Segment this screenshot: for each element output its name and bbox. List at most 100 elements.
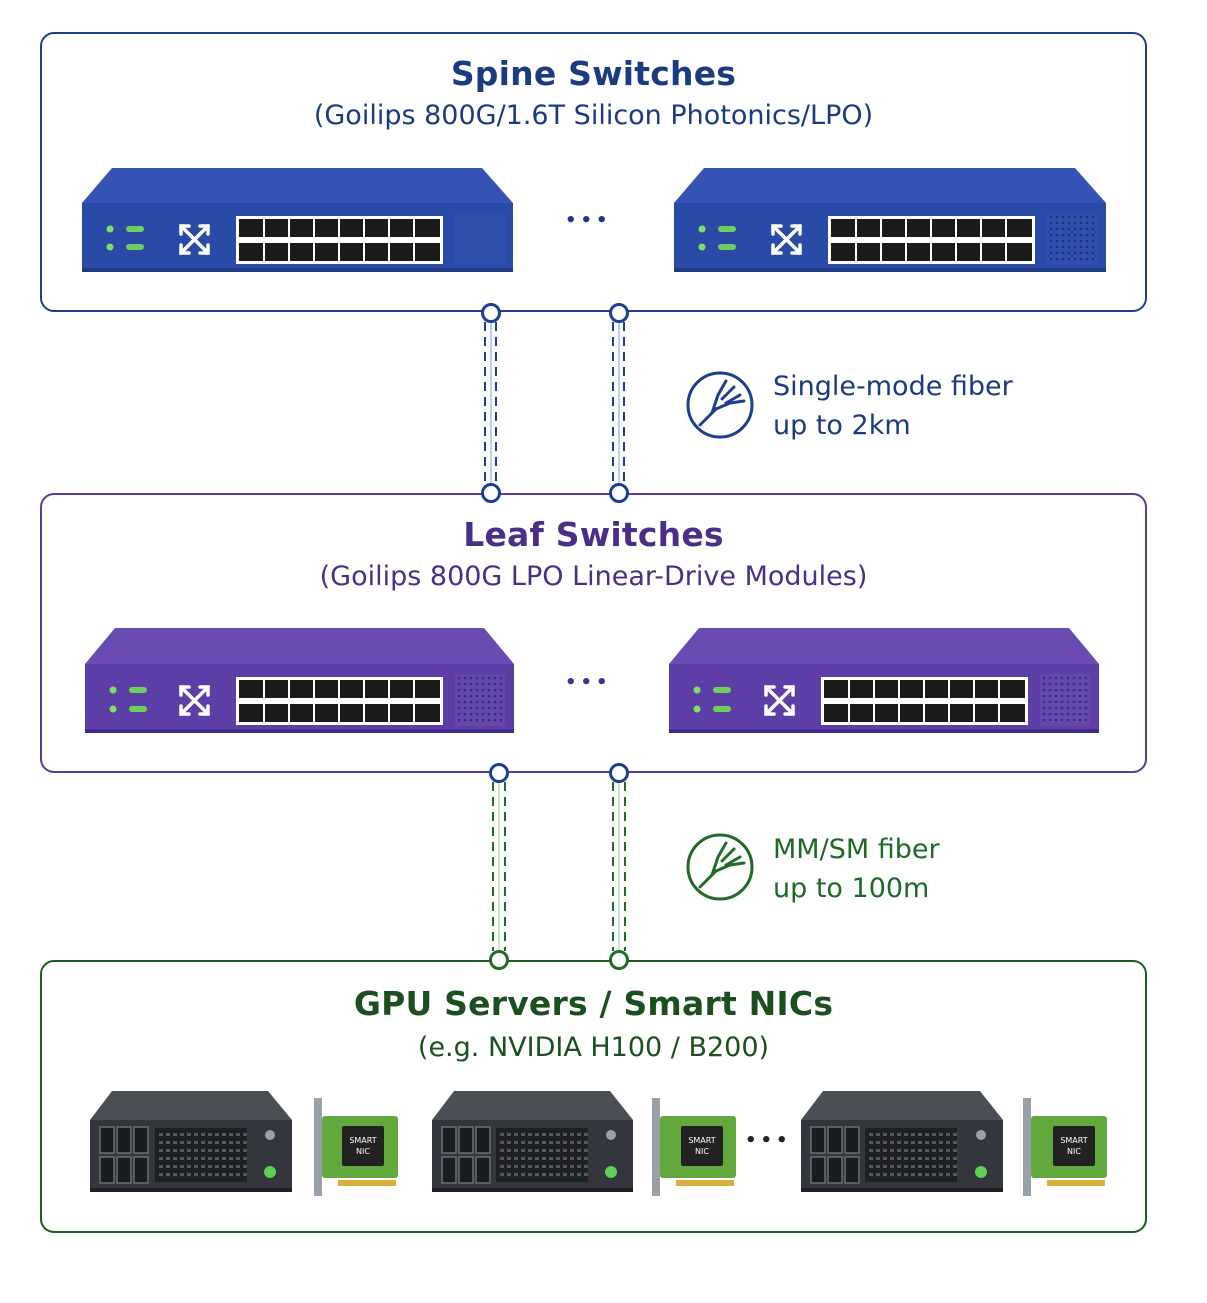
vent-slot — [542, 1149, 546, 1152]
vent-slot — [180, 1149, 184, 1152]
vent-hole — [1060, 706, 1064, 710]
vent-hole — [469, 688, 473, 692]
vent-slot — [201, 1141, 205, 1144]
vent-slot — [187, 1157, 191, 1160]
vent-slot — [925, 1141, 929, 1144]
vent-hole — [1061, 239, 1065, 243]
vent-slot — [208, 1173, 212, 1176]
vent-hole — [1066, 706, 1070, 710]
smart-nic-card-1: SMART NIC — [314, 1098, 398, 1196]
vent-slot — [236, 1165, 240, 1168]
vent-slot — [556, 1165, 560, 1168]
vent-hole — [1073, 233, 1077, 237]
vent-hole — [1049, 221, 1053, 225]
vent-hole — [487, 694, 491, 698]
vent-hole — [487, 700, 491, 704]
vent-hole — [1079, 221, 1083, 225]
vent-hole — [469, 694, 473, 698]
vent-slot — [159, 1149, 163, 1152]
vent-slot — [911, 1133, 915, 1136]
leaf-switch-2 — [669, 628, 1099, 733]
vent-slot — [946, 1165, 950, 1168]
vent-slot — [236, 1133, 240, 1136]
vent-hole — [1079, 215, 1083, 219]
vent-slot — [549, 1157, 553, 1160]
vent-hole — [1084, 694, 1088, 698]
vent-slot — [180, 1133, 184, 1136]
vent-hole — [1060, 718, 1064, 722]
vent-slot — [570, 1157, 574, 1160]
gpu-server-3 — [801, 1091, 1003, 1192]
vent-hole — [1049, 233, 1053, 237]
vent-slot — [911, 1173, 915, 1176]
vent-slot — [918, 1165, 922, 1168]
vent-slot — [159, 1165, 163, 1168]
vent-hole — [1079, 257, 1083, 261]
vent-hole — [1066, 682, 1070, 686]
smart-nic-card-3: SMART NIC — [1023, 1098, 1107, 1196]
vent-hole — [1085, 245, 1089, 249]
vent-slot — [932, 1149, 936, 1152]
spine-leaf-fiber-label: Single-mode fiber up to 2km — [773, 367, 1013, 445]
vent-hole — [1067, 245, 1071, 249]
vent-slot — [869, 1157, 873, 1160]
vent-slot — [229, 1173, 233, 1176]
vent-hole — [1066, 700, 1070, 704]
vent-hole — [1079, 227, 1083, 231]
vent-hole — [1078, 682, 1082, 686]
vent-slot — [890, 1157, 894, 1160]
fiber-connector-icon — [686, 833, 754, 901]
vent-slot — [180, 1141, 184, 1144]
vent-slot — [556, 1173, 560, 1176]
vent-hole — [457, 676, 461, 680]
vent-hole — [499, 688, 503, 692]
vent-hole — [1085, 227, 1089, 231]
vent-slot — [187, 1173, 191, 1176]
vent-slot — [911, 1141, 915, 1144]
vent-slot — [925, 1133, 929, 1136]
vent-slot — [514, 1133, 518, 1136]
vent-hole — [457, 694, 461, 698]
vent-hole — [469, 718, 473, 722]
vent-hole — [1042, 706, 1046, 710]
vent-slot — [925, 1149, 929, 1152]
vent-hole — [1079, 233, 1083, 237]
vent-slot — [549, 1165, 553, 1168]
vent-slot — [939, 1133, 943, 1136]
vent-slot — [584, 1149, 588, 1152]
vent-hole — [1084, 688, 1088, 692]
vent-slot — [229, 1157, 233, 1160]
vent-slot — [932, 1157, 936, 1160]
vent-slot — [869, 1165, 873, 1168]
vent-hole — [1060, 700, 1064, 704]
vent-slot — [556, 1133, 560, 1136]
vent-slot — [890, 1149, 894, 1152]
power-led-icon — [975, 1166, 987, 1178]
vent-slot — [243, 1157, 247, 1160]
vent-hole — [1067, 233, 1071, 237]
vent-hole — [1055, 221, 1059, 225]
vent-slot — [166, 1157, 170, 1160]
vent-slot — [215, 1141, 219, 1144]
vent-slot — [570, 1133, 574, 1136]
vent-slot — [563, 1157, 567, 1160]
vent-slot — [570, 1141, 574, 1144]
vent-slot — [946, 1141, 950, 1144]
vent-hole — [475, 700, 479, 704]
vent-hole — [1049, 251, 1053, 255]
vent-hole — [1073, 215, 1077, 219]
vent-slot — [883, 1173, 887, 1176]
vent-slot — [514, 1149, 518, 1152]
vent-slot — [570, 1149, 574, 1152]
vent-grille — [455, 213, 505, 265]
vent-hole — [469, 706, 473, 710]
vent-slot — [883, 1149, 887, 1152]
vent-slot — [876, 1165, 880, 1168]
vent-slot — [883, 1133, 887, 1136]
vent-hole — [457, 712, 461, 716]
nic-label: SMART — [349, 1136, 376, 1145]
vent-slot — [222, 1133, 226, 1136]
vent-slot — [528, 1141, 532, 1144]
vent-slot — [500, 1133, 504, 1136]
vent-slot — [201, 1173, 205, 1176]
